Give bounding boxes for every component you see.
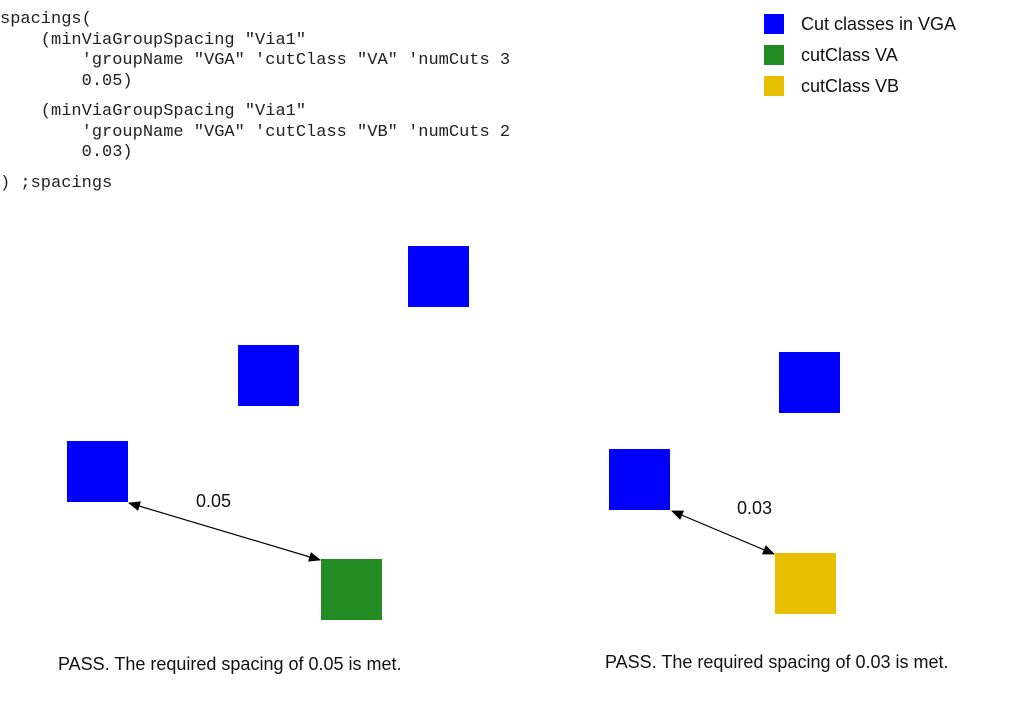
- spacing-arrow: [671, 510, 775, 555]
- vga-cut-square: [779, 352, 840, 413]
- code-block: spacings( (minViaGroupSpacing "Via1" 'gr…: [0, 10, 510, 194]
- code-line: 0.05): [0, 71, 133, 91]
- code-line: (minViaGroupSpacing "Via1": [0, 30, 307, 50]
- pass-caption: PASS. The required spacing of 0.03 is me…: [605, 652, 949, 672]
- vga-cut-square: [67, 441, 128, 502]
- code-line: spacings(: [0, 10, 92, 29]
- example-right: 0.03 PASS. The required spacing of 0.03 …: [605, 352, 949, 672]
- legend-swatch-vb: [764, 76, 784, 96]
- vga-cut-square: [408, 246, 469, 307]
- pass-caption: PASS. The required spacing of 0.05 is me…: [58, 654, 402, 674]
- code-line: (minViaGroupSpacing "Via1": [0, 102, 307, 121]
- spacing-label: 0.05: [196, 491, 231, 511]
- code-line: 0.03): [0, 143, 133, 162]
- legend-label-vga: Cut classes in VGA: [801, 14, 957, 34]
- example-left: 0.05 PASS. The required spacing of 0.05 …: [58, 246, 469, 674]
- code-line: 'groupName "VGA" 'cutClass "VA" 'numCuts…: [0, 51, 511, 70]
- legend-swatch-va: [764, 45, 784, 65]
- va-cut-square: [321, 559, 382, 620]
- legend-swatch-vga: [764, 14, 784, 34]
- code-line: ) ;spacings: [0, 173, 113, 193]
- spacing-arrow: [128, 501, 321, 562]
- vb-cut-square: [775, 553, 836, 614]
- code-line: 'groupName "VGA" 'cutClass "VB" 'numCuts…: [0, 122, 511, 142]
- spacing-label: 0.03: [737, 498, 772, 518]
- vga-cut-square: [609, 449, 670, 510]
- legend-label-va: cutClass VA: [801, 45, 898, 65]
- legend-label-vb: cutClass VB: [801, 76, 900, 96]
- vga-cut-square: [238, 345, 299, 406]
